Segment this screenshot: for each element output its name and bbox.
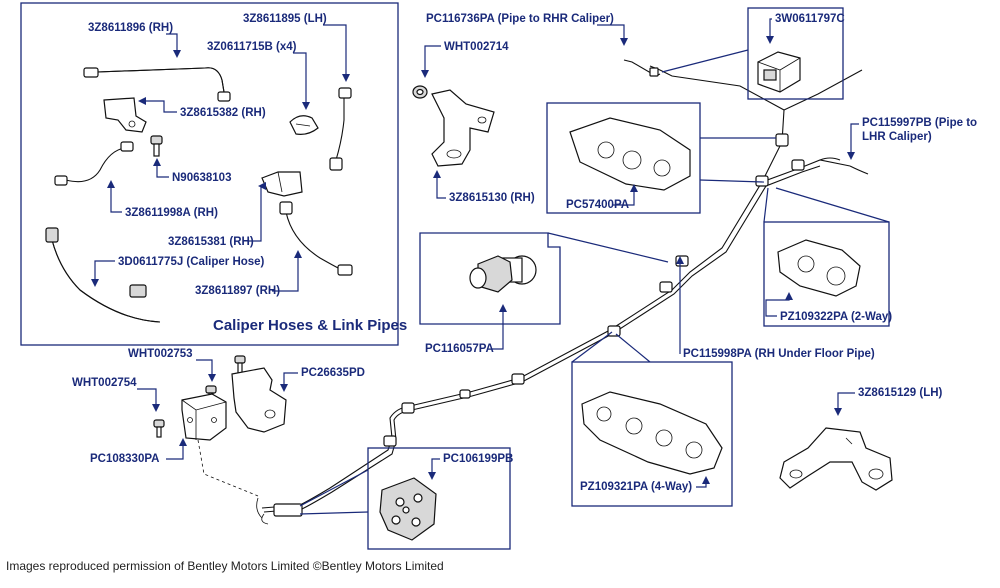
bracket-icon[interactable] (431, 89, 495, 167)
brake-pipe-icon[interactable] (83, 67, 231, 102)
brake-pipe-icon[interactable] (279, 201, 353, 276)
label-pipe-lh: 3Z8611895 (LH) (243, 13, 327, 25)
clip-icon[interactable] (757, 51, 801, 93)
clip-icon[interactable] (511, 373, 525, 385)
bolt-icon[interactable] (153, 419, 165, 438)
bolt-icon[interactable] (234, 355, 246, 374)
label-bracket-pc26635: PC26635PD (301, 367, 365, 379)
label-pipe-rh-2: 3Z8611998A (RH) (125, 207, 218, 219)
detail-box-pz109322pa (763, 221, 890, 327)
clip-icon[interactable] (791, 159, 805, 171)
clip-icon[interactable] (401, 402, 415, 414)
label-underfloor-pipe: PC115998PA (RH Under Floor Pipe) (683, 348, 875, 360)
label-clip-3w: 3W0611797C (775, 13, 845, 25)
label-bracket-rh-3: 3Z8615130 (RH) (449, 192, 535, 204)
label-pipe-rh-3: 3Z8611897 (RH) (195, 285, 280, 297)
label-pipe-lhr-caliper-2: LHR Caliper) (862, 131, 932, 143)
clip-icon[interactable] (459, 389, 471, 399)
label-junction-pc106199: PC106199PB (443, 453, 513, 465)
label-bracket-lh: 3Z8615129 (LH) (858, 387, 943, 399)
label-wht-2714: WHT002714 (444, 41, 509, 53)
clip-icon[interactable] (777, 239, 861, 297)
clip-icon[interactable] (659, 281, 673, 293)
label-clip-x4: 3Z0611715B (x4) (207, 41, 297, 53)
detail-box-pz109321pa (571, 361, 733, 507)
clip-icon[interactable] (581, 391, 723, 475)
label-clip-4way: PZ109321PA (4-Way) (580, 481, 692, 493)
clip-icon[interactable] (755, 175, 769, 187)
pressure-switch-icon[interactable] (469, 255, 537, 293)
clip-icon[interactable] (649, 67, 659, 77)
label-wht-2753: WHT002753 (128, 348, 193, 360)
brake-pipe-icon[interactable] (329, 87, 352, 171)
label-screw: N90638103 (172, 172, 231, 184)
inset-caption: Caliper Hoses & Link Pipes (213, 317, 407, 334)
grommet-icon[interactable] (412, 85, 428, 99)
detail-box-3w0611797c (747, 7, 844, 100)
label-block-pc108330: PC108330PA (90, 453, 159, 465)
label-pipe-rh: 3Z8611896 (RH) (88, 22, 173, 34)
label-pipe-rhr-caliper: PC116736PA (Pipe to RHR Caliper) (426, 13, 614, 25)
clip-icon[interactable] (675, 255, 689, 267)
footer-credit: Images reproduced permission of Bentley … (6, 559, 444, 573)
bracket-icon[interactable] (779, 427, 893, 491)
label-bracket-rh-2: 3Z8615381 (RH) (168, 236, 254, 248)
junction-block-icon[interactable] (181, 393, 227, 441)
clip-icon[interactable] (607, 325, 621, 337)
brake-pipe-icon[interactable] (54, 141, 134, 186)
brake-pipe-fitting[interactable] (256, 497, 303, 525)
bracket-icon[interactable] (103, 97, 147, 133)
label-bracket-rh-1: 3Z8615382 (RH) (180, 107, 266, 119)
label-pipe-lhr-caliper-1: PC115997PB (Pipe to (862, 117, 977, 129)
clip-icon[interactable] (289, 115, 319, 135)
label-clip-pc57400: PC57400PA (566, 199, 629, 211)
label-caliper-hose: 3D0611775J (Caliper Hose) (118, 256, 265, 268)
clip-icon[interactable] (569, 117, 691, 191)
detail-box-pc57400pa (546, 102, 701, 214)
caliper-hose-icon[interactable] (45, 227, 161, 323)
label-pressure-switch: PC116057PA (425, 343, 494, 355)
clip-icon[interactable] (775, 133, 789, 147)
clip-icon[interactable] (383, 435, 397, 447)
label-clip-2way: PZ109322PA (2-Way) (780, 311, 892, 323)
under-floor-pipe[interactable] (261, 59, 869, 513)
bracket-icon[interactable] (261, 171, 303, 197)
junction-block-icon[interactable] (379, 477, 437, 541)
inset-box (20, 2, 399, 346)
detail-box-pc106199pb (367, 447, 511, 550)
label-wht-2754: WHT002754 (72, 377, 137, 389)
bracket-icon[interactable] (231, 367, 287, 433)
bolt-icon[interactable] (150, 135, 163, 157)
